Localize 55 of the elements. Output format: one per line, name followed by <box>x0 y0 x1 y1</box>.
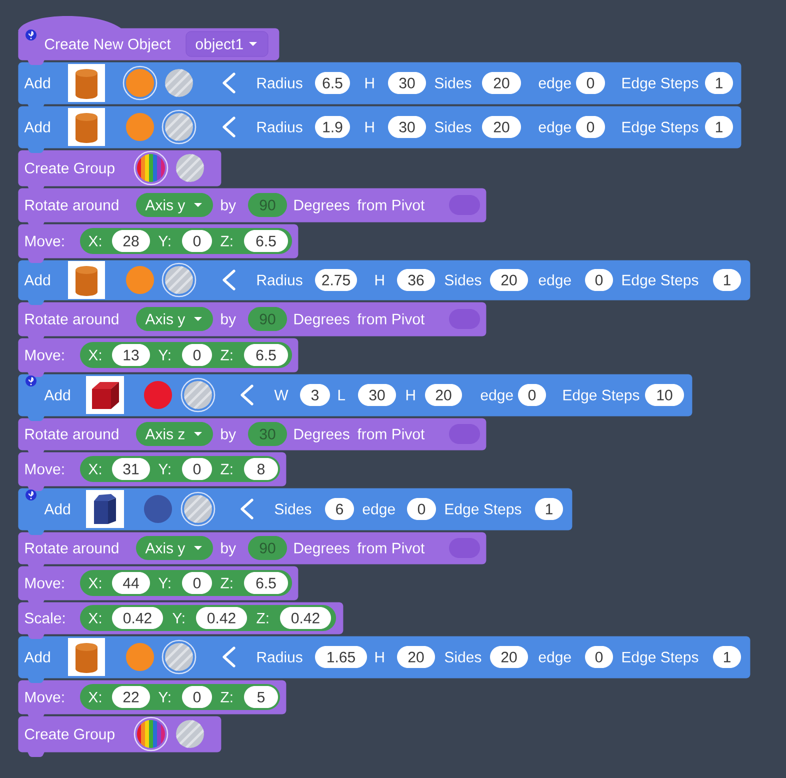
number-field: 44 <box>112 572 150 594</box>
number-field: 30 <box>248 422 287 446</box>
number-field: 90 <box>248 536 287 560</box>
number-field: 6.5 <box>244 572 288 594</box>
number-field: 0 <box>585 646 613 668</box>
number-field: 90 <box>248 193 287 217</box>
number-field: 0 <box>585 269 613 291</box>
number-field: 8 <box>244 458 278 480</box>
number-field: 1 <box>705 116 733 138</box>
number-field: 20 <box>425 384 462 406</box>
number-field: 0.42 <box>196 607 247 629</box>
number-field: 1 <box>713 646 742 668</box>
number-field: 2.75 <box>315 269 357 291</box>
number-field: 1.65 <box>315 646 367 668</box>
number-field: 1 <box>705 72 733 94</box>
dropdown-menu: Axis y <box>136 193 213 217</box>
number-field: 30 <box>388 116 426 138</box>
number-field: 31 <box>112 458 150 480</box>
number-field: 36 <box>397 269 435 291</box>
number-field: 10 <box>645 384 684 406</box>
dropdown-menu: Axis y <box>136 307 213 331</box>
number-field: 20 <box>482 72 521 94</box>
number-field: 30 <box>358 384 396 406</box>
number-field: 0 <box>407 498 436 520</box>
number-field: 0 <box>182 230 212 252</box>
dropdown-menu: object1 <box>186 31 268 57</box>
number-field: 20 <box>397 646 435 668</box>
number-field: 20 <box>482 116 521 138</box>
number-field: 0 <box>182 458 212 480</box>
number-field: 0 <box>182 572 212 594</box>
number-field: 6.5 <box>244 230 288 252</box>
dropdown-menu: Axis y <box>136 536 213 560</box>
number-field: 28 <box>112 230 150 252</box>
number-field: 30 <box>388 72 426 94</box>
dropdown-menu: Axis z <box>136 422 213 446</box>
number-field: 90 <box>248 307 287 331</box>
number-field: 0 <box>576 116 605 138</box>
number-field: 22 <box>112 686 150 708</box>
number-field: 1 <box>713 269 742 291</box>
number-field: 0.42 <box>112 607 163 629</box>
number-field: 0 <box>182 344 212 366</box>
number-field: 0 <box>182 686 212 708</box>
number-field: 0 <box>518 384 546 406</box>
number-field: 1 <box>535 498 563 520</box>
number-field: 3 <box>300 384 330 406</box>
number-field: 20 <box>490 269 528 291</box>
number-field: 6.5 <box>315 72 350 94</box>
number-field: 13 <box>112 344 150 366</box>
number-field: 20 <box>490 646 528 668</box>
number-field: 1.9 <box>315 116 350 138</box>
number-field: 5 <box>244 686 278 708</box>
number-field: 0.42 <box>280 607 331 629</box>
number-field: 6.5 <box>244 344 288 366</box>
number-field: 6 <box>325 498 354 520</box>
number-field: 0 <box>576 72 605 94</box>
